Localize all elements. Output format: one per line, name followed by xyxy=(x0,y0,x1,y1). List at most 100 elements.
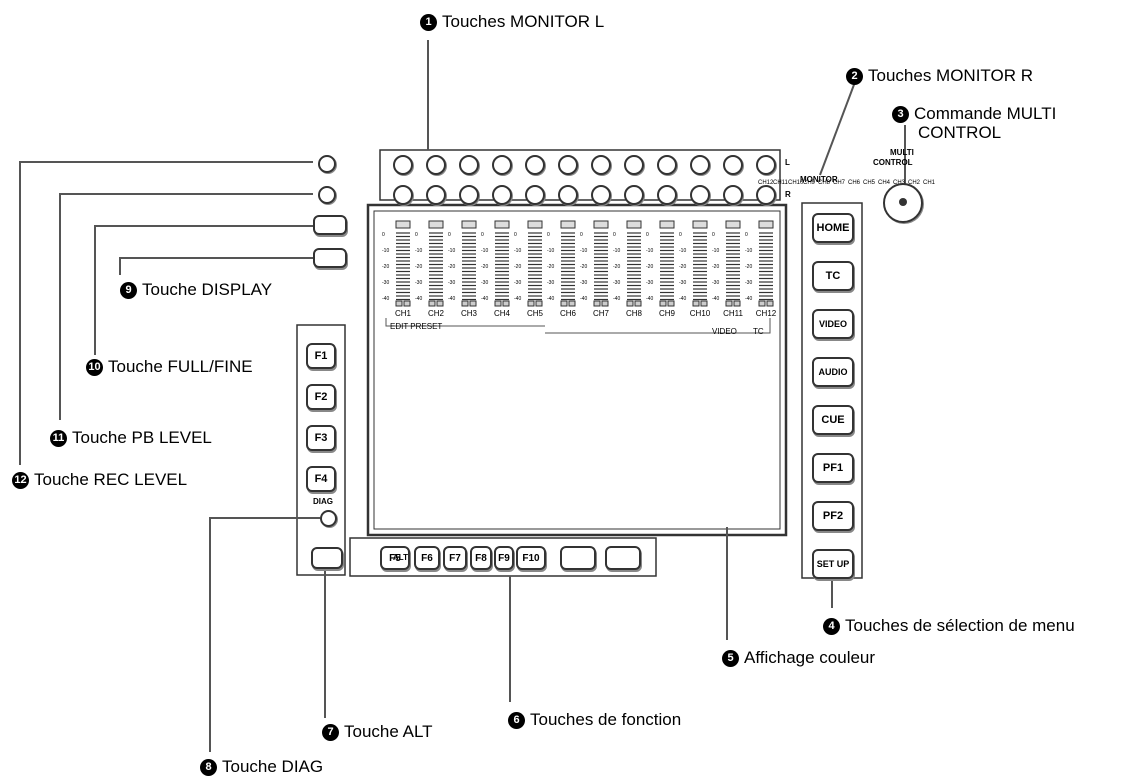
meter-indicator xyxy=(535,300,543,307)
function-key[interactable]: F10 xyxy=(516,546,546,570)
function-key[interactable]: F9 xyxy=(494,546,514,570)
f2-key[interactable]: F2 xyxy=(306,384,336,410)
monitor-l-key[interactable] xyxy=(459,155,479,175)
meter-scale-label: -10 xyxy=(481,248,489,254)
meter-scale-label: -40 xyxy=(481,296,489,302)
meter-scale-label: -30 xyxy=(646,280,654,286)
monitor-r-key[interactable] xyxy=(756,185,776,205)
meter-header xyxy=(659,220,675,229)
monitor-channel-label: CH10 xyxy=(788,180,804,186)
callout-number: 6 xyxy=(508,711,525,729)
meter-scale-label: -20 xyxy=(679,264,687,270)
menu-key[interactable]: AUDIO xyxy=(812,357,854,387)
monitor-l-key[interactable] xyxy=(624,155,644,175)
monitor-r-key[interactable] xyxy=(525,185,545,205)
callout-text: Touche PB LEVEL xyxy=(72,428,212,447)
meter-scale-label: 0 xyxy=(481,232,484,238)
monitor-r-key[interactable] xyxy=(558,185,578,205)
meter-scale-label: -40 xyxy=(646,296,654,302)
full-fine-key[interactable] xyxy=(313,215,347,235)
meter-indicator xyxy=(395,300,403,307)
display-key[interactable] xyxy=(313,248,347,268)
callout-text: Touches de sélection de menu xyxy=(845,616,1075,635)
monitor-r-key[interactable] xyxy=(492,185,512,205)
meter-indicator xyxy=(461,300,469,307)
pb-level-key[interactable] xyxy=(318,186,336,204)
leader-12 xyxy=(19,161,313,465)
meter-indicator xyxy=(469,300,477,307)
monitor-l-key[interactable] xyxy=(492,155,512,175)
meter-header xyxy=(692,220,708,229)
monitor-r-key[interactable] xyxy=(624,185,644,205)
monitor-r-key[interactable] xyxy=(591,185,611,205)
callout-number: 8 xyxy=(200,758,217,776)
meter-scale-label: -10 xyxy=(448,248,456,254)
function-key[interactable]: F8 xyxy=(470,546,492,570)
meter-scale-label: -10 xyxy=(613,248,621,254)
callout-number: 2 xyxy=(846,67,863,85)
alt-key[interactable] xyxy=(311,547,343,569)
function-key[interactable] xyxy=(605,546,641,570)
menu-key[interactable]: SET UP xyxy=(812,549,854,579)
menu-key[interactable]: HOME xyxy=(812,213,854,243)
meter-scale-label: 0 xyxy=(646,232,649,238)
diag-key[interactable] xyxy=(320,510,337,527)
menu-key[interactable]: VIDEO xyxy=(812,309,854,339)
callout-text: Touche DISPLAY xyxy=(142,280,273,299)
monitor-r-key[interactable] xyxy=(657,185,677,205)
meter-indicator xyxy=(560,300,568,307)
meter-scale-label: 0 xyxy=(580,232,583,238)
monitor-l-key[interactable] xyxy=(426,155,446,175)
monitor-l-key[interactable] xyxy=(393,155,413,175)
function-key[interactable] xyxy=(560,546,596,570)
meter-scale-label: -20 xyxy=(580,264,588,270)
f3-key[interactable]: F3 xyxy=(306,425,336,451)
menu-key[interactable]: TC xyxy=(812,261,854,291)
meter-indicator xyxy=(725,300,733,307)
menu-key[interactable]: CUE xyxy=(812,405,854,435)
monitor-l-label: L xyxy=(785,158,790,167)
meter-scale-label: -10 xyxy=(646,248,654,254)
monitor-r-key[interactable] xyxy=(459,185,479,205)
monitor-l-key[interactable] xyxy=(525,155,545,175)
meter-indicator xyxy=(568,300,576,307)
meter-indicator xyxy=(667,300,675,307)
monitor-r-label: R xyxy=(785,190,791,199)
monitor-r-key[interactable] xyxy=(723,185,743,205)
channel-label: CH3 xyxy=(460,309,477,318)
meter-indicator xyxy=(626,300,634,307)
leader-10 xyxy=(94,225,313,355)
menu-key[interactable]: PF1 xyxy=(812,453,854,483)
meter-scale-label: -40 xyxy=(745,296,753,302)
monitor-channel-label: CH9 xyxy=(803,180,816,186)
meter-scale-label: -30 xyxy=(382,280,390,286)
monitor-l-key[interactable] xyxy=(756,155,776,175)
f1-key[interactable]: F1 xyxy=(306,343,336,369)
tc-bracket xyxy=(755,318,771,334)
multi-control-knob[interactable] xyxy=(883,183,923,223)
function-key[interactable]: F6 xyxy=(414,546,440,570)
monitor-r-key[interactable] xyxy=(426,185,446,205)
monitor-r-key[interactable] xyxy=(393,185,413,205)
f-key-bracket xyxy=(296,324,346,576)
meter-scale-label: -20 xyxy=(514,264,522,270)
callout-number: 9 xyxy=(120,281,137,299)
monitor-r-key[interactable] xyxy=(690,185,710,205)
monitor-l-key[interactable] xyxy=(558,155,578,175)
monitor-l-key[interactable] xyxy=(690,155,710,175)
function-key[interactable]: F5 xyxy=(380,546,410,570)
menu-key[interactable]: PF2 xyxy=(812,501,854,531)
color-display-frame xyxy=(366,203,788,537)
monitor-l-key[interactable] xyxy=(657,155,677,175)
callout-text: Affichage couleur xyxy=(744,648,876,667)
rec-level-key[interactable] xyxy=(318,155,336,173)
meter-indicator xyxy=(758,300,766,307)
callout-text: Touche REC LEVEL xyxy=(34,470,188,489)
monitor-l-key[interactable] xyxy=(723,155,743,175)
f4-key[interactable]: F4 xyxy=(306,466,336,492)
monitor-l-key[interactable] xyxy=(591,155,611,175)
meter-scale-label: -10 xyxy=(745,248,753,254)
function-key[interactable]: F7 xyxy=(443,546,467,570)
